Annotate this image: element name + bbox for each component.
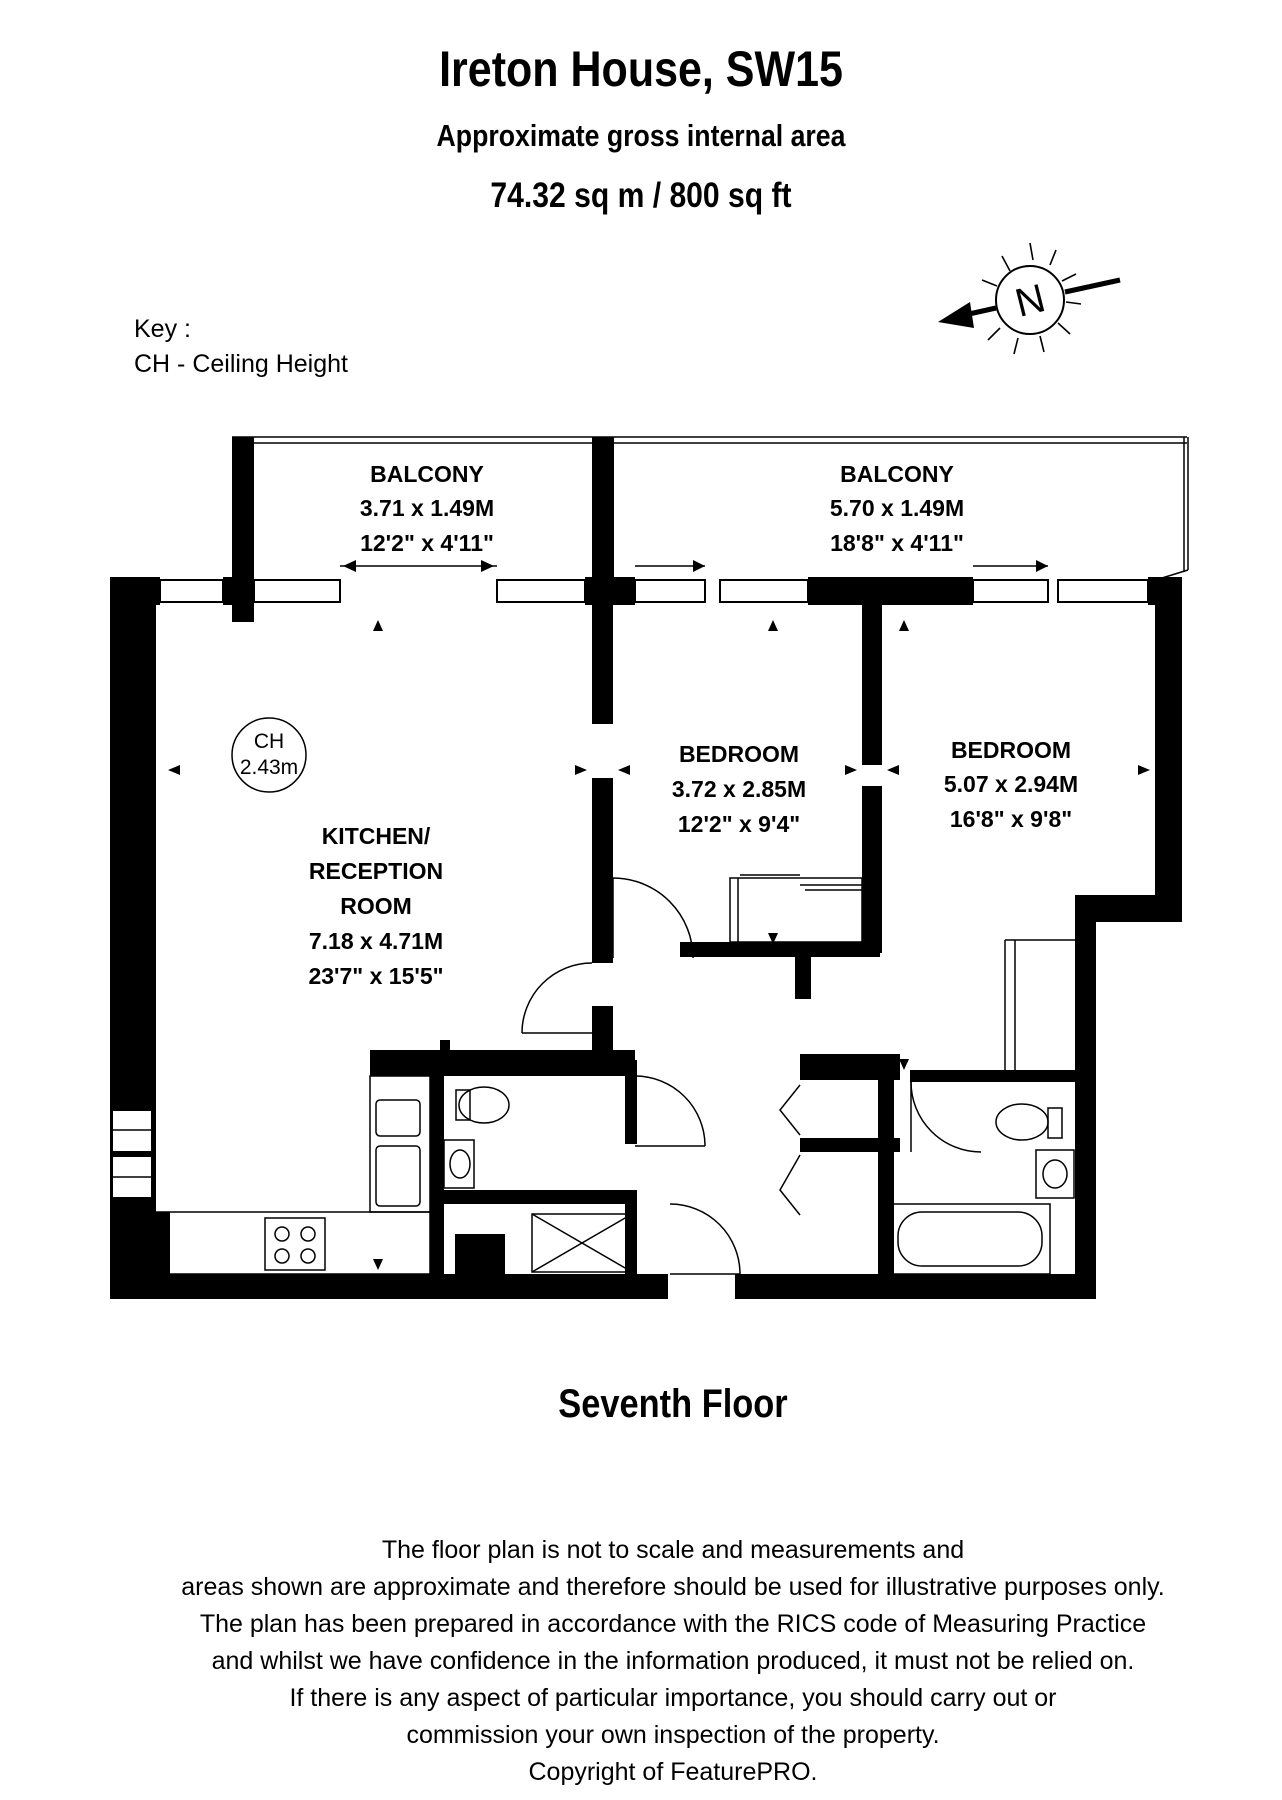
disclaimer: The floor plan is not to scale and measu…	[0, 1532, 1282, 1791]
floor-label: Seventh Floor	[558, 1382, 788, 1426]
kitchen-fittings	[155, 1075, 431, 1275]
key-item-ceiling-height: CH - Ceiling Height	[134, 350, 348, 378]
balcony-right-imperial: 18'8" x 4'11"	[830, 530, 964, 556]
bedroom-1-name: BEDROOM	[679, 741, 799, 767]
kitchen-name-line3: ROOM	[340, 893, 412, 919]
bedroom-2-metric: 5.07 x 2.94M	[944, 771, 1078, 797]
ceiling-height-marker: CH 2.43m	[231, 717, 307, 793]
disclaimer-line: The floor plan is not to scale and measu…	[381, 1536, 965, 1564]
kitchen-name-line2: RECEPTION	[309, 858, 443, 884]
bedroom-1-metric: 3.72 x 2.85M	[672, 776, 806, 802]
kitchen-imperial: 23'7" x 15'5"	[308, 963, 443, 989]
kitchen-metric: 7.18 x 4.71M	[309, 928, 443, 954]
disclaimer-line: commission your own inspection of the pr…	[406, 1721, 940, 1749]
disclaimer-line: The plan has been prepared in accordance…	[199, 1610, 1147, 1638]
room-labels: BALCONY 3.71 x 1.49M 12'2" x 4'11" BALCO…	[308, 461, 1078, 989]
balcony-right-metric: 5.70 x 1.49M	[830, 495, 964, 521]
sash-arrows	[343, 560, 1048, 572]
balcony-left-imperial: 12'2" x 4'11"	[360, 530, 494, 556]
ceiling-height-value: 2.43m	[240, 756, 298, 779]
balcony-left-metric: 3.71 x 1.49M	[360, 495, 494, 521]
bedroom-2-name: BEDROOM	[951, 737, 1071, 763]
ceiling-height-code: CH	[254, 730, 284, 753]
key-heading: Key :	[134, 315, 191, 343]
copyright: Copyright of FeaturePRO.	[528, 1758, 818, 1786]
disclaimer-line: and whilst we have confidence in the inf…	[211, 1647, 1135, 1675]
door-swings	[521, 877, 1075, 1275]
bedroom-2-imperial: 16'8" x 9'8"	[950, 806, 1072, 832]
dimension-arrows	[168, 620, 1150, 1270]
disclaimer-line: If there is any aspect of particular imp…	[289, 1684, 1057, 1712]
bathroom-fittings	[443, 1086, 1075, 1275]
key-legend: Key : CH - Ceiling Height	[134, 312, 348, 382]
balcony-right-name: BALCONY	[840, 461, 954, 487]
bedroom-1-imperial: 12'2" x 9'4"	[678, 811, 800, 837]
disclaimer-line: areas shown are approximate and therefor…	[181, 1573, 1165, 1601]
wardrobe	[729, 874, 863, 943]
balcony-left-name: BALCONY	[370, 461, 484, 487]
kitchen-name-line1: KITCHEN/	[322, 823, 431, 849]
balcony-outline	[232, 436, 1189, 579]
plan-title: Ireton House, SW15	[439, 41, 843, 97]
compass-icon: N	[938, 242, 1121, 355]
area-subtitle: Approximate gross internal area	[436, 118, 846, 153]
gross-area: 74.32 sq m / 800 sq ft	[490, 176, 792, 215]
window-sashes	[112, 565, 1048, 1178]
